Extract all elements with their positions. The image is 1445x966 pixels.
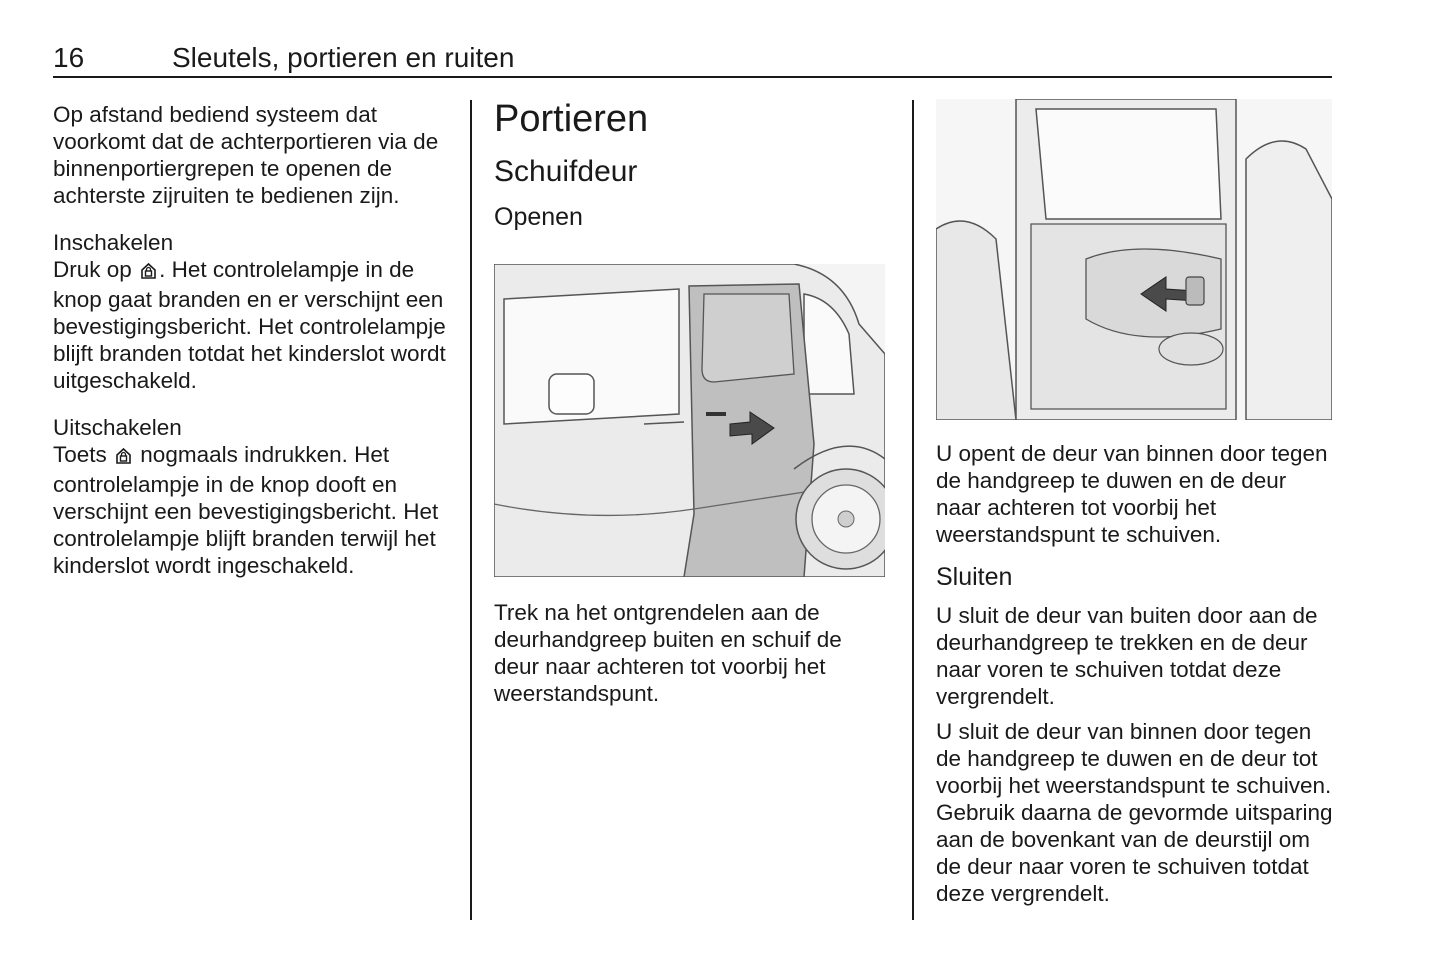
figure-1-caption-wrap: Trek na het ontgrendelen aan de deurhand… <box>494 599 884 707</box>
column-3: U opent de deur van binnen door tegen de… <box>936 440 1336 907</box>
close-inside-paragraph: U sluit de deur van binnen door tegen de… <box>936 719 1333 906</box>
enable-pre-text: Druk op <box>53 257 132 282</box>
enable-post-text: . Het controlelampje in de knop gaat bra… <box>53 257 446 393</box>
enable-paragraph: Druk op . Het controlelampje in de knop … <box>53 256 453 394</box>
page-number: 16 <box>53 42 85 73</box>
interior-door-illustration <box>936 99 1332 420</box>
disable-heading: Uitschakelen <box>53 415 182 440</box>
page-header-title: Sleutels, portieren en ruiten <box>172 42 515 73</box>
intro-paragraph: Op afstand bediend systeem dat voorkomt … <box>53 102 439 208</box>
header-divider <box>53 76 1332 78</box>
child-lock-icon <box>140 259 157 286</box>
close-outside-paragraph: U sluit de deur van buiten door aan de d… <box>936 603 1318 709</box>
column-divider-2 <box>912 100 914 920</box>
disable-post-text: nogmaals indrukken. Het controlelampje i… <box>53 442 439 578</box>
van-exterior-illustration <box>494 264 885 577</box>
column-divider-1 <box>470 100 472 920</box>
disable-pre-text: Toets <box>53 442 107 467</box>
close-heading: Sluiten <box>936 563 1013 591</box>
column-2: Portieren Schuifdeur Openen <box>494 96 884 248</box>
open-heading: Openen <box>494 203 583 231</box>
column-1: Op afstand bediend systeem dat voorkomt … <box>53 101 453 579</box>
open-inside-paragraph: U opent de deur van binnen door tegen de… <box>936 441 1328 547</box>
section-title: Portieren <box>494 98 649 140</box>
figure-1-caption: Trek na het ontgrendelen aan de deurhand… <box>494 600 842 706</box>
subsection-title: Schuifdeur <box>494 155 638 188</box>
disable-paragraph: Toets nogmaals indrukken. Het controlela… <box>53 441 453 579</box>
child-lock-icon <box>115 444 132 471</box>
enable-heading: Inschakelen <box>53 230 174 255</box>
